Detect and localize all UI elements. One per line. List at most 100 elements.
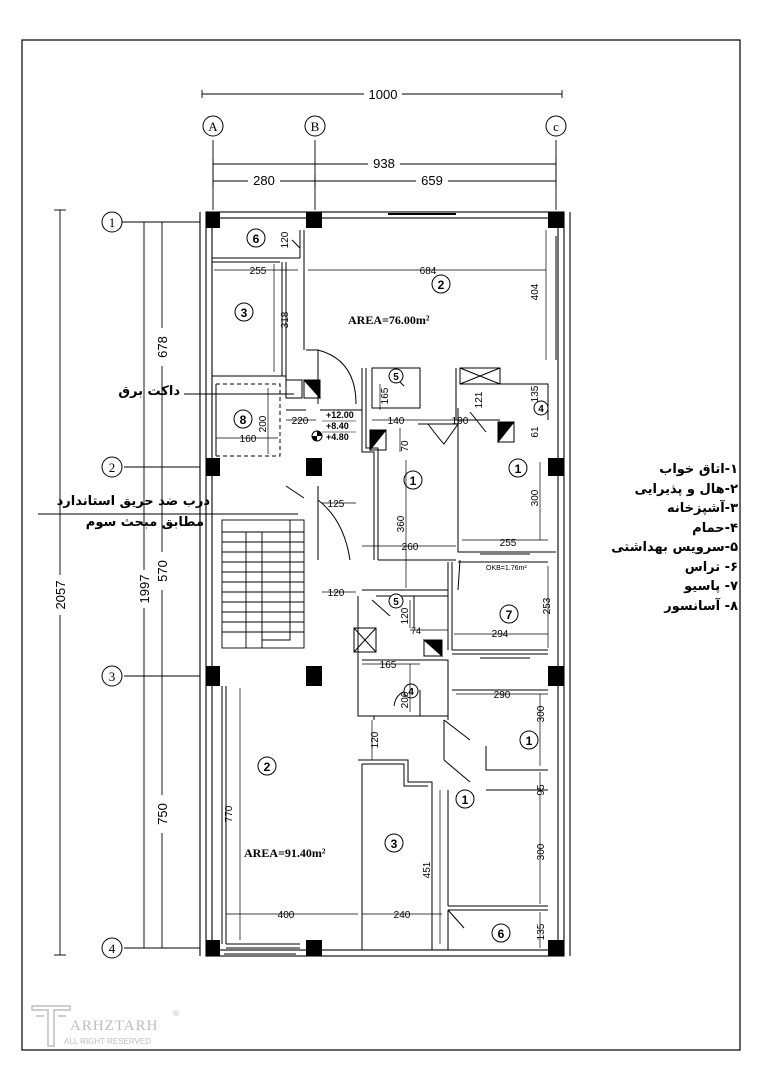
svg-text:ARHZTARH: ARHZTARH bbox=[70, 1018, 158, 1034]
svg-text:1: 1 bbox=[526, 734, 533, 748]
top-dimensions bbox=[201, 90, 563, 210]
svg-text:121: 121 bbox=[474, 391, 485, 408]
grid-bubble-c: c bbox=[545, 115, 567, 137]
svg-text:135: 135 bbox=[536, 923, 547, 940]
door-swings bbox=[285, 239, 487, 929]
elevation-2: +8.40 bbox=[326, 421, 349, 431]
annotation-leaders bbox=[38, 393, 298, 515]
room-tag: 8 bbox=[233, 409, 253, 429]
svg-text:3: 3 bbox=[109, 669, 116, 684]
svg-text:1: 1 bbox=[515, 462, 522, 476]
legend-item: ۴-حمام bbox=[692, 520, 738, 536]
svg-text:74: 74 bbox=[411, 626, 421, 636]
svg-text:®: ® bbox=[173, 1009, 179, 1018]
room-tag: 1 bbox=[403, 470, 423, 490]
dim-bay-23: 570 bbox=[155, 560, 170, 582]
svg-text:200: 200 bbox=[258, 415, 269, 432]
legend-item: ۷- پاسیو bbox=[684, 579, 738, 594]
legend-item: ۶- تراس bbox=[684, 559, 738, 575]
svg-text:7: 7 bbox=[506, 608, 513, 622]
svg-text:770: 770 bbox=[224, 805, 235, 822]
svg-text:684: 684 bbox=[420, 266, 437, 277]
grid-bubble-b: B bbox=[304, 115, 326, 137]
svg-text:3: 3 bbox=[391, 837, 398, 851]
svg-text:1: 1 bbox=[410, 474, 417, 488]
svg-text:2: 2 bbox=[438, 278, 445, 292]
skylight-label: OKB=1.76m² bbox=[486, 565, 527, 572]
svg-text:360: 360 bbox=[396, 515, 407, 532]
dim-inner-width: 938 bbox=[373, 156, 395, 171]
svg-text:3: 3 bbox=[241, 306, 248, 320]
svg-text:A: A bbox=[208, 119, 218, 134]
svg-text:294: 294 bbox=[492, 629, 509, 640]
room-tag: 2 bbox=[431, 274, 451, 294]
area-label-lower: AREA=91.40m² bbox=[244, 846, 326, 860]
svg-text:125: 125 bbox=[328, 499, 345, 510]
sheet-frame bbox=[21, 39, 741, 1051]
room-tag: 3 bbox=[384, 833, 404, 853]
svg-text:8: 8 bbox=[240, 413, 247, 427]
fire-door-note-1: درب ضد حریق استاندارد bbox=[56, 494, 210, 509]
grid-bubble-2: 2 bbox=[101, 456, 123, 478]
svg-text:400: 400 bbox=[278, 910, 295, 921]
svg-text:4: 4 bbox=[538, 404, 544, 415]
elevation-3: +4.80 bbox=[326, 432, 349, 442]
interior-dimension-texts: 120 255 684 404 318 135 165 140 190 121 … bbox=[224, 231, 553, 940]
room-tag: 7 bbox=[499, 604, 519, 624]
watermark-logo: ARHZTARH ® ALL RIGHT RESERVED bbox=[30, 1002, 180, 1052]
interior-walls bbox=[212, 213, 556, 950]
svg-text:5: 5 bbox=[393, 597, 399, 608]
fire-door-note-2: مطابق مبحث سوم bbox=[85, 515, 204, 530]
svg-text:95: 95 bbox=[536, 784, 547, 796]
room-tag: 3 bbox=[234, 302, 254, 322]
svg-text:404: 404 bbox=[530, 283, 541, 300]
svg-text:61: 61 bbox=[530, 426, 541, 438]
svg-text:4: 4 bbox=[408, 687, 414, 698]
svg-text:300: 300 bbox=[530, 489, 541, 506]
room-tag: 1 bbox=[508, 458, 528, 478]
svg-text:B: B bbox=[311, 119, 320, 134]
svg-text:c: c bbox=[553, 119, 559, 134]
svg-text:190: 190 bbox=[452, 416, 469, 427]
grid-bubble-1: 1 bbox=[101, 211, 200, 233]
svg-text:318: 318 bbox=[280, 311, 291, 328]
structural-columns bbox=[206, 212, 564, 956]
svg-text:290: 290 bbox=[494, 690, 511, 701]
svg-text:1: 1 bbox=[462, 793, 469, 807]
dim-overall-height: 2057 bbox=[53, 581, 68, 610]
legend-item: ۳-آشپزخانه bbox=[667, 501, 738, 516]
room-legend: ۱-اتاق خواب ۲-هال و پذیرایی ۳-آشپزخانه ۴… bbox=[588, 460, 738, 616]
watermark-icon: ARHZTARH ® ALL RIGHT RESERVED bbox=[31, 1005, 179, 1047]
grid-bubble-a: A bbox=[202, 115, 224, 137]
exterior-walls bbox=[199, 211, 571, 957]
room-tag: 1 bbox=[519, 730, 539, 750]
dim-bay-ab: 280 bbox=[253, 173, 275, 188]
room-tag: 6 bbox=[246, 228, 266, 248]
grid-bubble-3: 3 bbox=[101, 665, 123, 687]
area-label-upper: AREA=76.00m² bbox=[348, 313, 430, 327]
svg-text:220: 220 bbox=[292, 416, 309, 427]
svg-text:4: 4 bbox=[109, 941, 116, 956]
svg-text:70: 70 bbox=[400, 440, 411, 452]
windows bbox=[211, 232, 557, 955]
svg-text:6: 6 bbox=[498, 927, 505, 941]
dim-bay-12: 678 bbox=[155, 336, 170, 358]
svg-text:165: 165 bbox=[380, 387, 391, 404]
room-tag: 5 bbox=[388, 368, 404, 384]
room-tag: 6 bbox=[491, 923, 511, 943]
svg-text:5: 5 bbox=[393, 372, 399, 383]
room-tag: 5 bbox=[388, 593, 404, 609]
dim-overall-width: 1000 bbox=[369, 87, 398, 102]
room-tag: 2 bbox=[257, 756, 277, 776]
svg-text:160: 160 bbox=[240, 434, 257, 445]
legend-item: ۵-سرویس بهداشتی bbox=[611, 540, 738, 555]
interior-dimension-lines bbox=[214, 230, 549, 948]
level-marker bbox=[311, 430, 323, 442]
dim-bay-34: 750 bbox=[155, 803, 170, 825]
svg-text:140: 140 bbox=[388, 416, 405, 427]
svg-text:240: 240 bbox=[394, 910, 411, 921]
svg-text:255: 255 bbox=[250, 266, 267, 277]
svg-text:253: 253 bbox=[542, 597, 553, 614]
elevation-1: +12.00 bbox=[326, 410, 354, 420]
svg-text:165: 165 bbox=[380, 660, 397, 671]
